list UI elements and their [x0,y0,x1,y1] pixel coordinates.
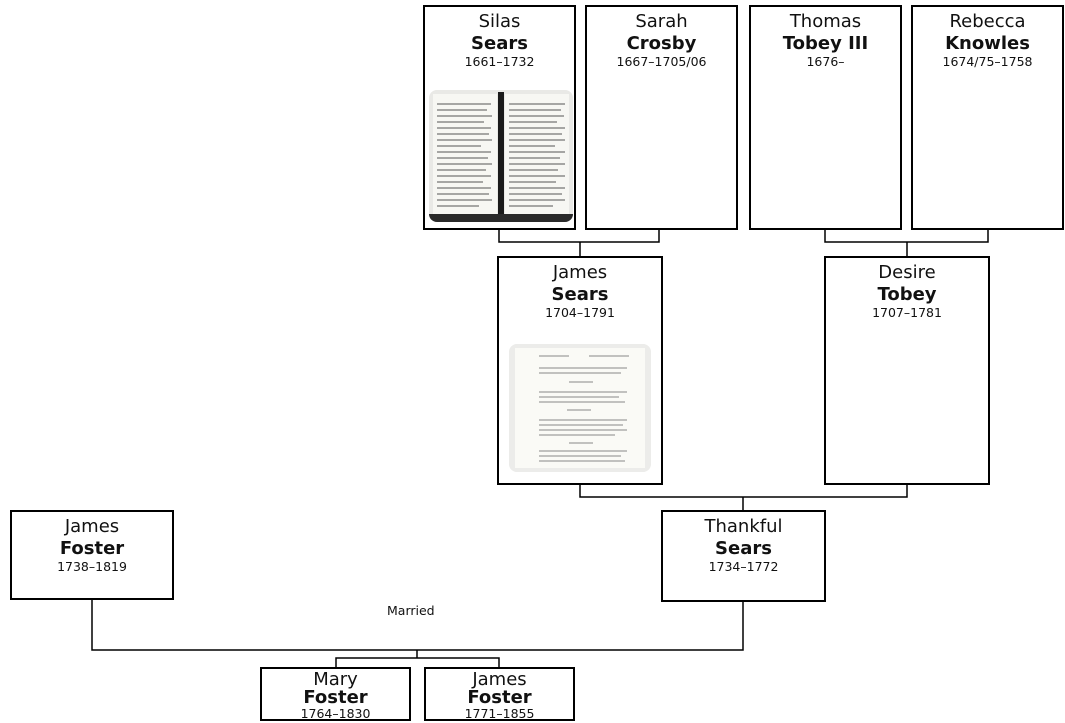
surname: Sears [471,33,528,54]
life-dates: 1676– [806,54,845,69]
surname: Foster [59,538,125,559]
connector-silas-sarah [498,230,660,243]
surname: Knowles [945,33,1030,54]
given-name: Desire [878,262,936,283]
connector-children-bar [335,657,500,667]
person-card-thomas-tobey[interactable]: Thomas Tobey III 1676– [749,5,902,230]
document-photo-thumbnail[interactable] [509,344,651,472]
life-dates: 1674/75–1758 [942,54,1033,69]
given-name: Sarah [635,11,688,32]
given-name: Silas [478,11,521,32]
person-card-sarah-crosby[interactable]: Sarah Crosby 1667–1705/06 [585,5,738,230]
life-dates: 1764–1830 [300,706,371,721]
surname: Sears [715,538,772,559]
surname: Sears [551,284,609,305]
life-dates: 1771–1855 [464,706,535,721]
surname: Crosby [626,33,697,54]
surname: Foster [303,687,368,708]
connector-thomas-rebecca [824,230,989,243]
person-card-silas-sears[interactable]: Silas Sears 1661–1732 [423,5,576,230]
person-card-james-foster-sr[interactable]: James Foster 1738–1819 [10,510,174,600]
person-card-rebecca-knowles[interactable]: Rebecca Knowles 1674/75–1758 [911,5,1064,230]
given-name: Mary [313,669,358,690]
person-card-james-sears[interactable]: James Sears 1704–1791 [497,256,663,485]
person-card-mary-foster[interactable]: Mary Foster 1764–1830 [260,667,411,721]
life-dates: 1661–1732 [464,54,535,69]
life-dates: 1704–1791 [545,305,615,320]
given-name: James [64,516,120,537]
person-card-james-foster-jr[interactable]: James Foster 1771–1855 [424,667,575,721]
person-card-desire-tobey[interactable]: Desire Tobey 1707–1781 [824,256,990,485]
surname: Foster [467,687,532,708]
life-dates: 1738–1819 [57,559,127,574]
surname: Tobey III [782,33,869,54]
person-card-thankful-sears[interactable]: Thankful Sears 1734–1772 [661,510,826,602]
given-name: James [472,669,527,690]
life-dates: 1734–1772 [708,559,779,574]
given-name: Thomas [789,11,862,32]
given-name: Rebecca [949,11,1026,32]
connector-james-desire [579,485,908,498]
surname: Tobey [877,284,937,305]
document-photo-thumbnail[interactable] [429,90,573,222]
life-dates: 1667–1705/06 [616,54,707,69]
given-name: Thankful [704,516,783,537]
life-dates: 1707–1781 [872,305,942,320]
given-name: James [552,262,608,283]
married-label: Married [385,603,437,618]
